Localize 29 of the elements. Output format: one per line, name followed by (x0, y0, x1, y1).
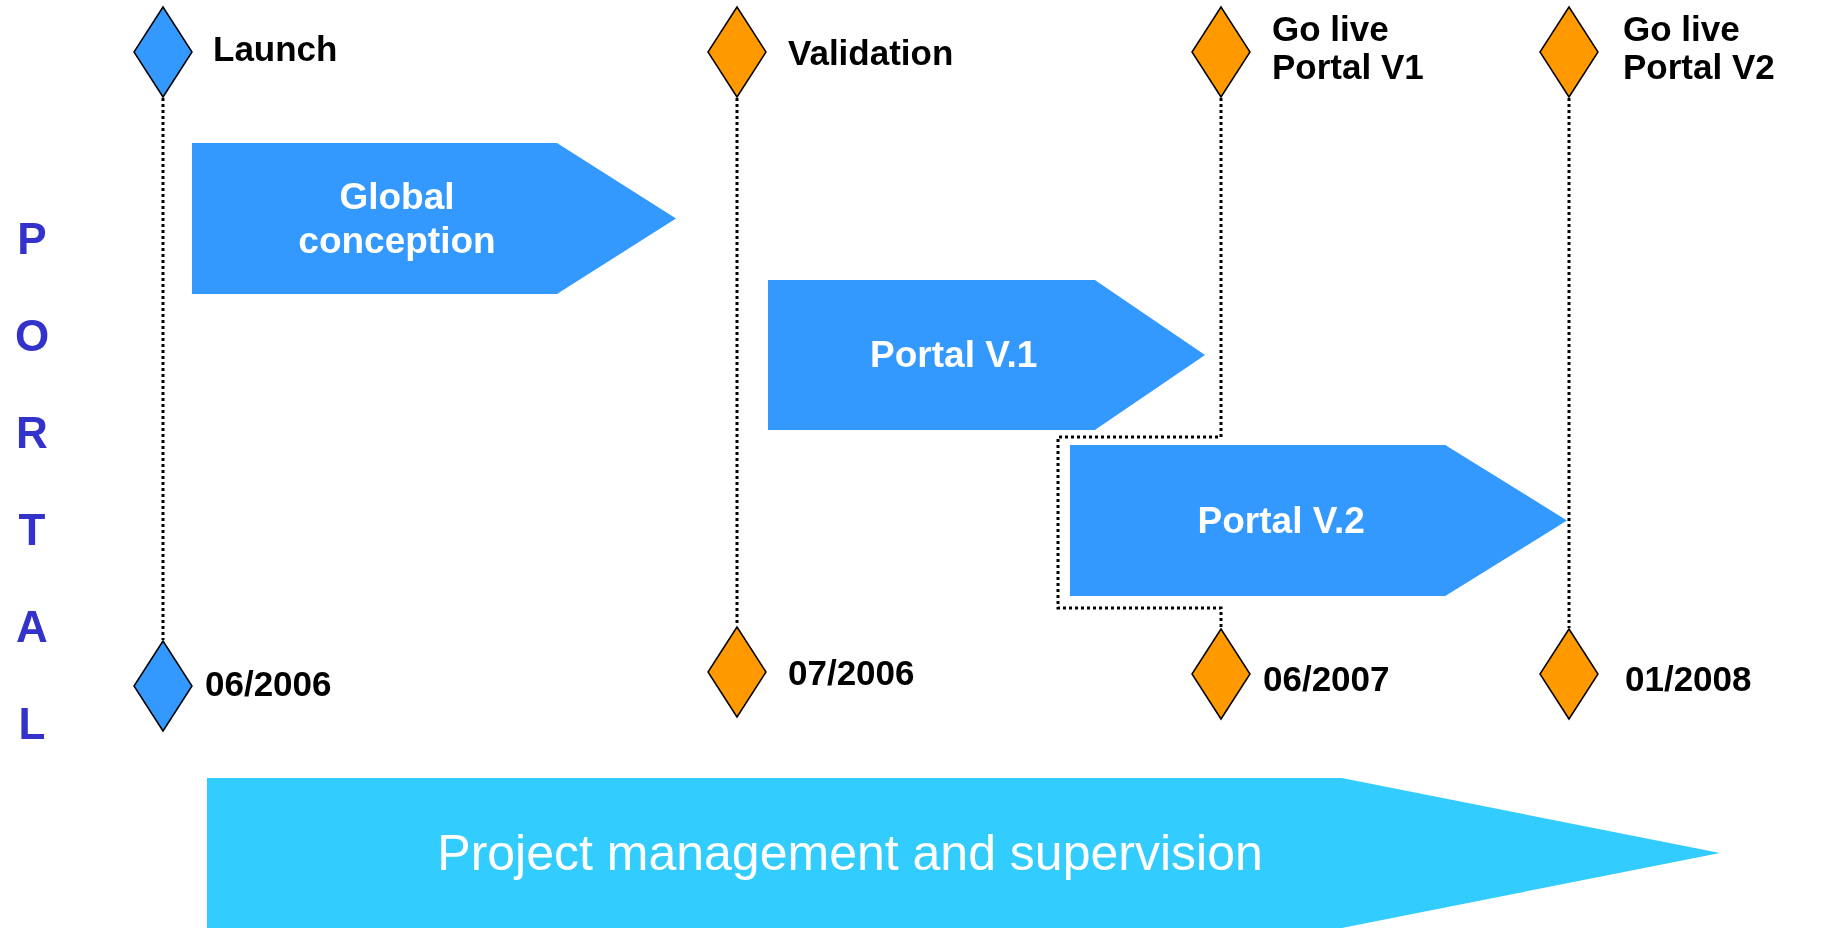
dotted-line (1056, 98, 1223, 628)
milestone-diamond (1191, 6, 1251, 98)
phase-arrow (192, 143, 676, 294)
phase-label: Portal V.1 (869, 333, 1039, 377)
dotted-line (735, 98, 739, 626)
dotted-line (1567, 98, 1571, 628)
phase-label: Project management and supervision (436, 824, 1264, 883)
date-label: 01/2008 (1625, 660, 1752, 698)
milestone-label: Validation (788, 34, 954, 72)
milestone-label: Go live Portal V2 (1623, 10, 1776, 86)
milestone-diamond (707, 626, 767, 718)
phase-label: Portal V.2 (1196, 498, 1366, 543)
phase-arrow (1070, 445, 1567, 596)
vertical-label: PORTAL (13, 213, 51, 750)
milestone-diamond (133, 6, 193, 98)
date-label: 06/2007 (1263, 660, 1390, 698)
date-label: 06/2006 (205, 665, 332, 703)
milestone-diamond (1539, 628, 1599, 720)
date-label: 07/2006 (788, 654, 915, 692)
milestone-diamond (1539, 6, 1599, 98)
milestone-label: Go live Portal V1 (1272, 10, 1425, 86)
dotted-line (161, 98, 165, 640)
phase-label: Global conception (297, 174, 497, 263)
milestone-label: Launch (213, 30, 338, 68)
milestone-diamond (133, 640, 193, 732)
milestone-diamond (1191, 628, 1251, 720)
phase-arrow (207, 778, 1720, 928)
milestone-diamond (707, 6, 767, 98)
phase-arrow (768, 280, 1205, 430)
